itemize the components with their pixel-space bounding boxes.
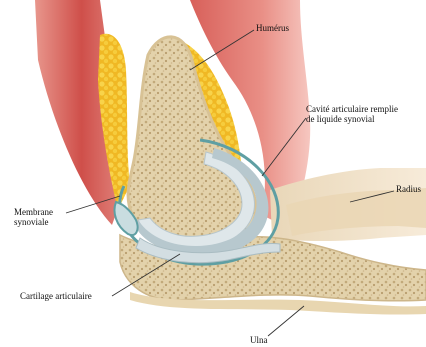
label-cavity: Cavité articulaire remplie de liquide sy…: [306, 104, 398, 124]
label-synovial-membrane-line2: synoviale: [14, 217, 53, 227]
label-cartilage: Cartilage articulaire: [20, 291, 92, 301]
label-synovial-membrane-line1: Membrane: [14, 207, 53, 217]
label-radius: Radius: [396, 184, 421, 194]
label-synovial-membrane: Membrane synoviale: [14, 207, 53, 227]
label-humerus: Humérus: [256, 23, 289, 33]
label-cavity-line1: Cavité articulaire remplie: [306, 104, 398, 114]
label-ulna: Ulna: [250, 335, 268, 345]
label-cavity-line2: de liquide synovial: [306, 114, 398, 124]
background-notch: [318, 0, 426, 150]
